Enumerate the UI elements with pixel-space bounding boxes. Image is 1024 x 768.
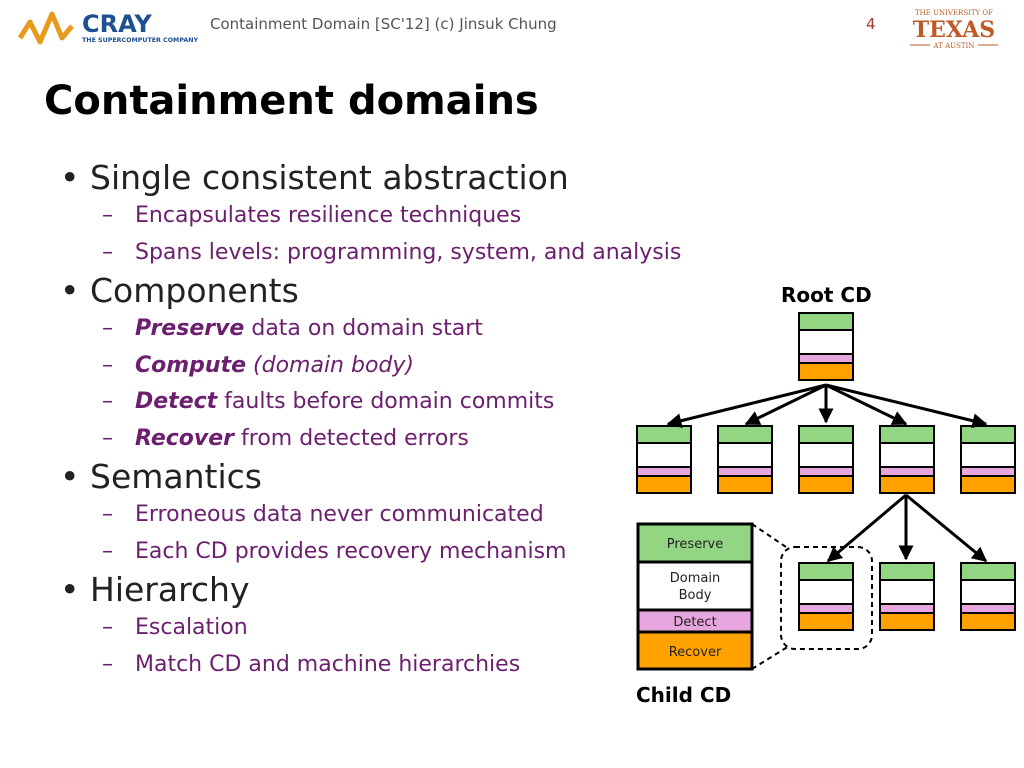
ut-line2: TEXAS (913, 17, 995, 43)
level2-cd-2-preserve (879, 562, 935, 581)
legend-preserve-section (636, 522, 754, 564)
level2-cd-1-body (798, 579, 854, 605)
header-title: Containment Domain [SC'12] (c) Jinsuk Ch… (210, 15, 557, 33)
sub-bullet-spans-levels: –Spans levels: programming, system, and … (102, 239, 682, 265)
cray-zigzag-icon (17, 11, 74, 45)
legend-recover-section (636, 630, 754, 671)
ut-line3: AT AUSTIN (933, 42, 975, 50)
level1-cd-2-preserve (717, 425, 773, 444)
cray-tagline: THE SUPERCOMPUTER COMPANY (82, 37, 198, 44)
root-cd-preserve (798, 312, 854, 331)
cray-wordmark: CRAY (82, 10, 152, 38)
level1-cd-5-preserve (960, 425, 1016, 444)
legend-detect-label: Detect (673, 615, 716, 630)
level2-cd-3-preserve (960, 562, 1016, 581)
sub-bullet-erroneous-data: –Erroneous data never communicated (102, 502, 544, 527)
level1-cd-3-body (798, 442, 854, 468)
level1-cd-2 (717, 425, 773, 494)
level2-cd-2-recover (879, 612, 935, 631)
level2-cd-3-body (960, 579, 1016, 605)
level1-cd-5-body (960, 442, 1016, 468)
legend-body-section (636, 560, 754, 612)
cray-logo: CRAY THE SUPERCOMPUTER COMPANY (16, 8, 211, 52)
root-cd-body (798, 329, 854, 355)
level1-cd-3-recover (798, 475, 854, 494)
level2-cd-3-recover (960, 612, 1016, 631)
level1-cd-3-preserve (798, 425, 854, 444)
level1-cd-5 (960, 425, 1016, 494)
sub-bullet-compute: –Compute (domain body) (102, 352, 414, 378)
child-cd-connector-bottom (751, 645, 790, 670)
arrow-root-to-level1-d (825, 383, 908, 426)
level2-cd-1-recover (798, 612, 854, 631)
level1-cd-4 (879, 425, 935, 494)
level1-cd-1-body (636, 442, 692, 468)
level1-cd-4-recover (879, 475, 935, 494)
sub-bullet-match-hierarchies: –Match CD and machine hierarchies (102, 651, 521, 677)
level1-cd-1-recover (636, 475, 692, 494)
arrow-level1-to-level2-c (905, 493, 988, 563)
level1-cd-2-body (717, 442, 773, 468)
arrow-level1-to-level2-a (826, 493, 907, 563)
level2-cd-1-preserve (798, 562, 854, 581)
ut-austin-logo: THE UNIVERSITY OF TEXAS AT AUSTIN (906, 6, 1006, 56)
root-cd-detect (798, 353, 854, 364)
bullet-list: Single consistent abstraction –Encapsula… (60, 158, 682, 683)
child-cd-label: Child CD (636, 683, 732, 707)
level1-cd-1-preserve (636, 425, 692, 444)
level2-cd-3 (960, 562, 1016, 631)
slide-title: Containment domains (44, 78, 539, 124)
level1-cd-3 (798, 425, 854, 494)
level1-cd-4-detect (879, 466, 935, 477)
level1-cd-1-detect (636, 466, 692, 477)
sub-bullet-detect: –Detect faults before domain commits (102, 389, 555, 414)
child-cd-highlight (780, 546, 873, 650)
legend-recover-label: Recover (669, 645, 722, 660)
arrow-root-to-level1-a (666, 383, 827, 429)
root-cd-recover (798, 362, 854, 381)
legend-body-label-line1: Domain (670, 571, 720, 586)
page-number: 4 (866, 15, 876, 33)
level2-cd-2-detect (879, 603, 935, 614)
sub-bullet-encapsulates: –Encapsulates resilience techniques (102, 203, 522, 228)
sub-bullet-recover: –Recover from detected errors (102, 425, 469, 451)
root-cd-label: Root CD (781, 283, 872, 307)
arrow-root-to-level1-b (744, 383, 827, 426)
bullet-abstraction: Single consistent abstraction (60, 158, 660, 198)
level1-cd-4-preserve (879, 425, 935, 444)
arrow-root-to-level1-e (825, 383, 988, 429)
legend-preserve-label: Preserve (667, 537, 723, 552)
ut-line1: THE UNIVERSITY OF (915, 9, 993, 17)
sub-bullet-recovery-mechanism: –Each CD provides recovery mechanism (102, 538, 567, 564)
sub-bullet-escalation: –Escalation (102, 615, 248, 640)
child-cd-connector-top (751, 523, 790, 550)
level1-cd-2-detect (717, 466, 773, 477)
bullet-components: Components (60, 271, 660, 311)
level1-cd-2-recover (717, 475, 773, 494)
level1-cd-3-detect (798, 466, 854, 477)
level1-cd-5-recover (960, 475, 1016, 494)
bullet-semantics: Semantics (60, 457, 660, 497)
level2-cd-2-body (879, 579, 935, 605)
level2-cd-1-detect (798, 603, 854, 614)
sub-bullet-preserve: –Preserve data on domain start (102, 316, 483, 341)
level2-cd-3-detect (960, 603, 1016, 614)
root-cd (798, 312, 854, 381)
bullet-hierarchy: Hierarchy (60, 570, 660, 610)
level2-cd-2 (879, 562, 935, 631)
level1-cd-1 (636, 425, 692, 494)
legend-body-label-line2: Body (679, 588, 712, 603)
cd-legend-box: Preserve Domain Body Detect Recover (636, 522, 754, 671)
level1-cd-5-detect (960, 466, 1016, 477)
level1-cd-4-body (879, 442, 935, 468)
level2-cd-1 (798, 562, 854, 631)
